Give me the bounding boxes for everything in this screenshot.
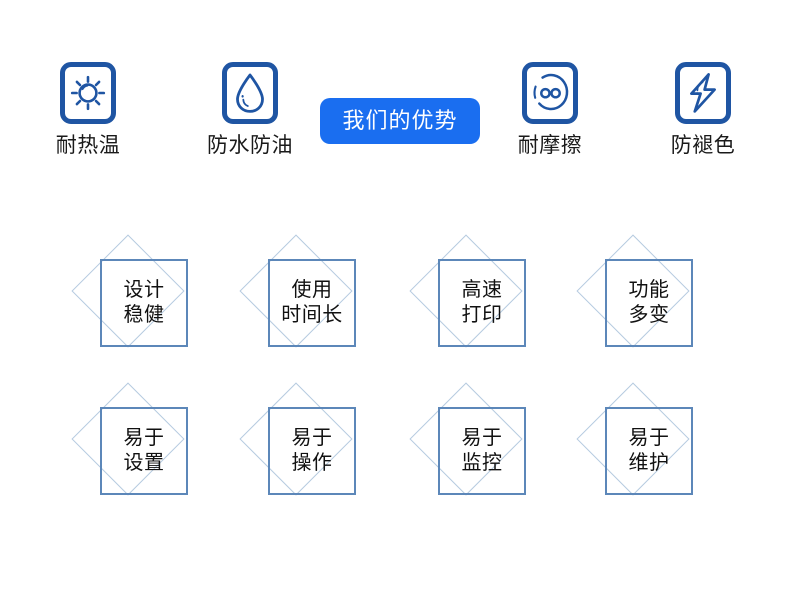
card-square-frame: 设计 稳健 bbox=[100, 259, 188, 347]
card-text-line-1: 高速 bbox=[461, 279, 503, 301]
advantage-card[interactable]: 易于 维护 bbox=[576, 382, 755, 524]
center-badge[interactable]: 我们的优势 bbox=[320, 98, 480, 144]
feature-row: 耐热温 防水防油 我们的优势 bbox=[0, 0, 800, 220]
card-square-frame: 易于 设置 bbox=[100, 407, 188, 495]
feature-label: 防水防油 bbox=[207, 134, 293, 157]
advantage-card[interactable]: 易于 操作 bbox=[239, 382, 418, 524]
feature-label: 耐摩擦 bbox=[517, 134, 583, 157]
feature-icon-frame bbox=[675, 62, 731, 124]
card-square-frame: 使用 时间长 bbox=[268, 259, 356, 347]
card-square-frame: 易于 维护 bbox=[605, 407, 693, 495]
feature-icon-frame bbox=[522, 62, 578, 124]
card-text-line-1: 设计 bbox=[123, 279, 165, 301]
feature-item-waterproof[interactable]: 防水防油 bbox=[190, 62, 310, 156]
feature-icon-frame bbox=[222, 62, 278, 124]
advantage-card[interactable]: 设计 稳健 bbox=[71, 234, 250, 376]
card-text-line-1: 易于 bbox=[461, 427, 503, 449]
card-square-frame: 功能 多变 bbox=[605, 259, 693, 347]
sun-icon bbox=[68, 73, 108, 113]
advantage-card[interactable]: 易于 设置 bbox=[71, 382, 250, 524]
lightning-icon bbox=[685, 71, 721, 115]
feature-label: 耐热温 bbox=[55, 134, 121, 157]
card-text-line-2: 维护 bbox=[628, 452, 670, 474]
card-square-frame: 易于 监控 bbox=[438, 407, 526, 495]
card-square-frame: 易于 操作 bbox=[268, 407, 356, 495]
feature-item-anti-fade[interactable]: 防褪色 bbox=[643, 62, 763, 156]
feature-label: 防褪色 bbox=[670, 134, 736, 157]
card-text-line-2: 打印 bbox=[461, 304, 503, 326]
card-square-frame: 高速 打印 bbox=[438, 259, 526, 347]
card-text-line-2: 稳健 bbox=[123, 304, 165, 326]
feature-icon-frame bbox=[60, 62, 116, 124]
center-badge-label: 我们的优势 bbox=[342, 108, 458, 133]
feature-item-abrasion-resistant[interactable]: 耐摩擦 bbox=[490, 62, 610, 156]
feature-item-heat-resistant[interactable]: 耐热温 bbox=[28, 62, 148, 156]
card-text-line-1: 易于 bbox=[628, 427, 670, 449]
card-text-line-1: 功能 bbox=[628, 279, 670, 301]
card-text-line-2: 时间长 bbox=[281, 304, 343, 326]
advantage-card[interactable]: 功能 多变 bbox=[576, 234, 755, 376]
advantage-card[interactable]: 高速 打印 bbox=[409, 234, 588, 376]
advantages-grid: 设计 稳健 使用 时间长 高速 打印 功能 多变 bbox=[0, 234, 800, 566]
card-text-line-2: 操作 bbox=[291, 452, 333, 474]
water-drop-icon bbox=[232, 71, 268, 115]
card-text-line-2: 监控 bbox=[461, 452, 503, 474]
card-text-line-2: 多变 bbox=[628, 304, 670, 326]
card-text-line-1: 易于 bbox=[291, 427, 333, 449]
card-text-line-1: 易于 bbox=[123, 427, 165, 449]
advantage-card[interactable]: 易于 监控 bbox=[409, 382, 588, 524]
advantage-card[interactable]: 使用 时间长 bbox=[239, 234, 418, 376]
card-text-line-2: 设置 bbox=[123, 452, 165, 474]
card-text-line-1: 使用 bbox=[291, 279, 333, 301]
abrasion-icon bbox=[530, 72, 570, 114]
